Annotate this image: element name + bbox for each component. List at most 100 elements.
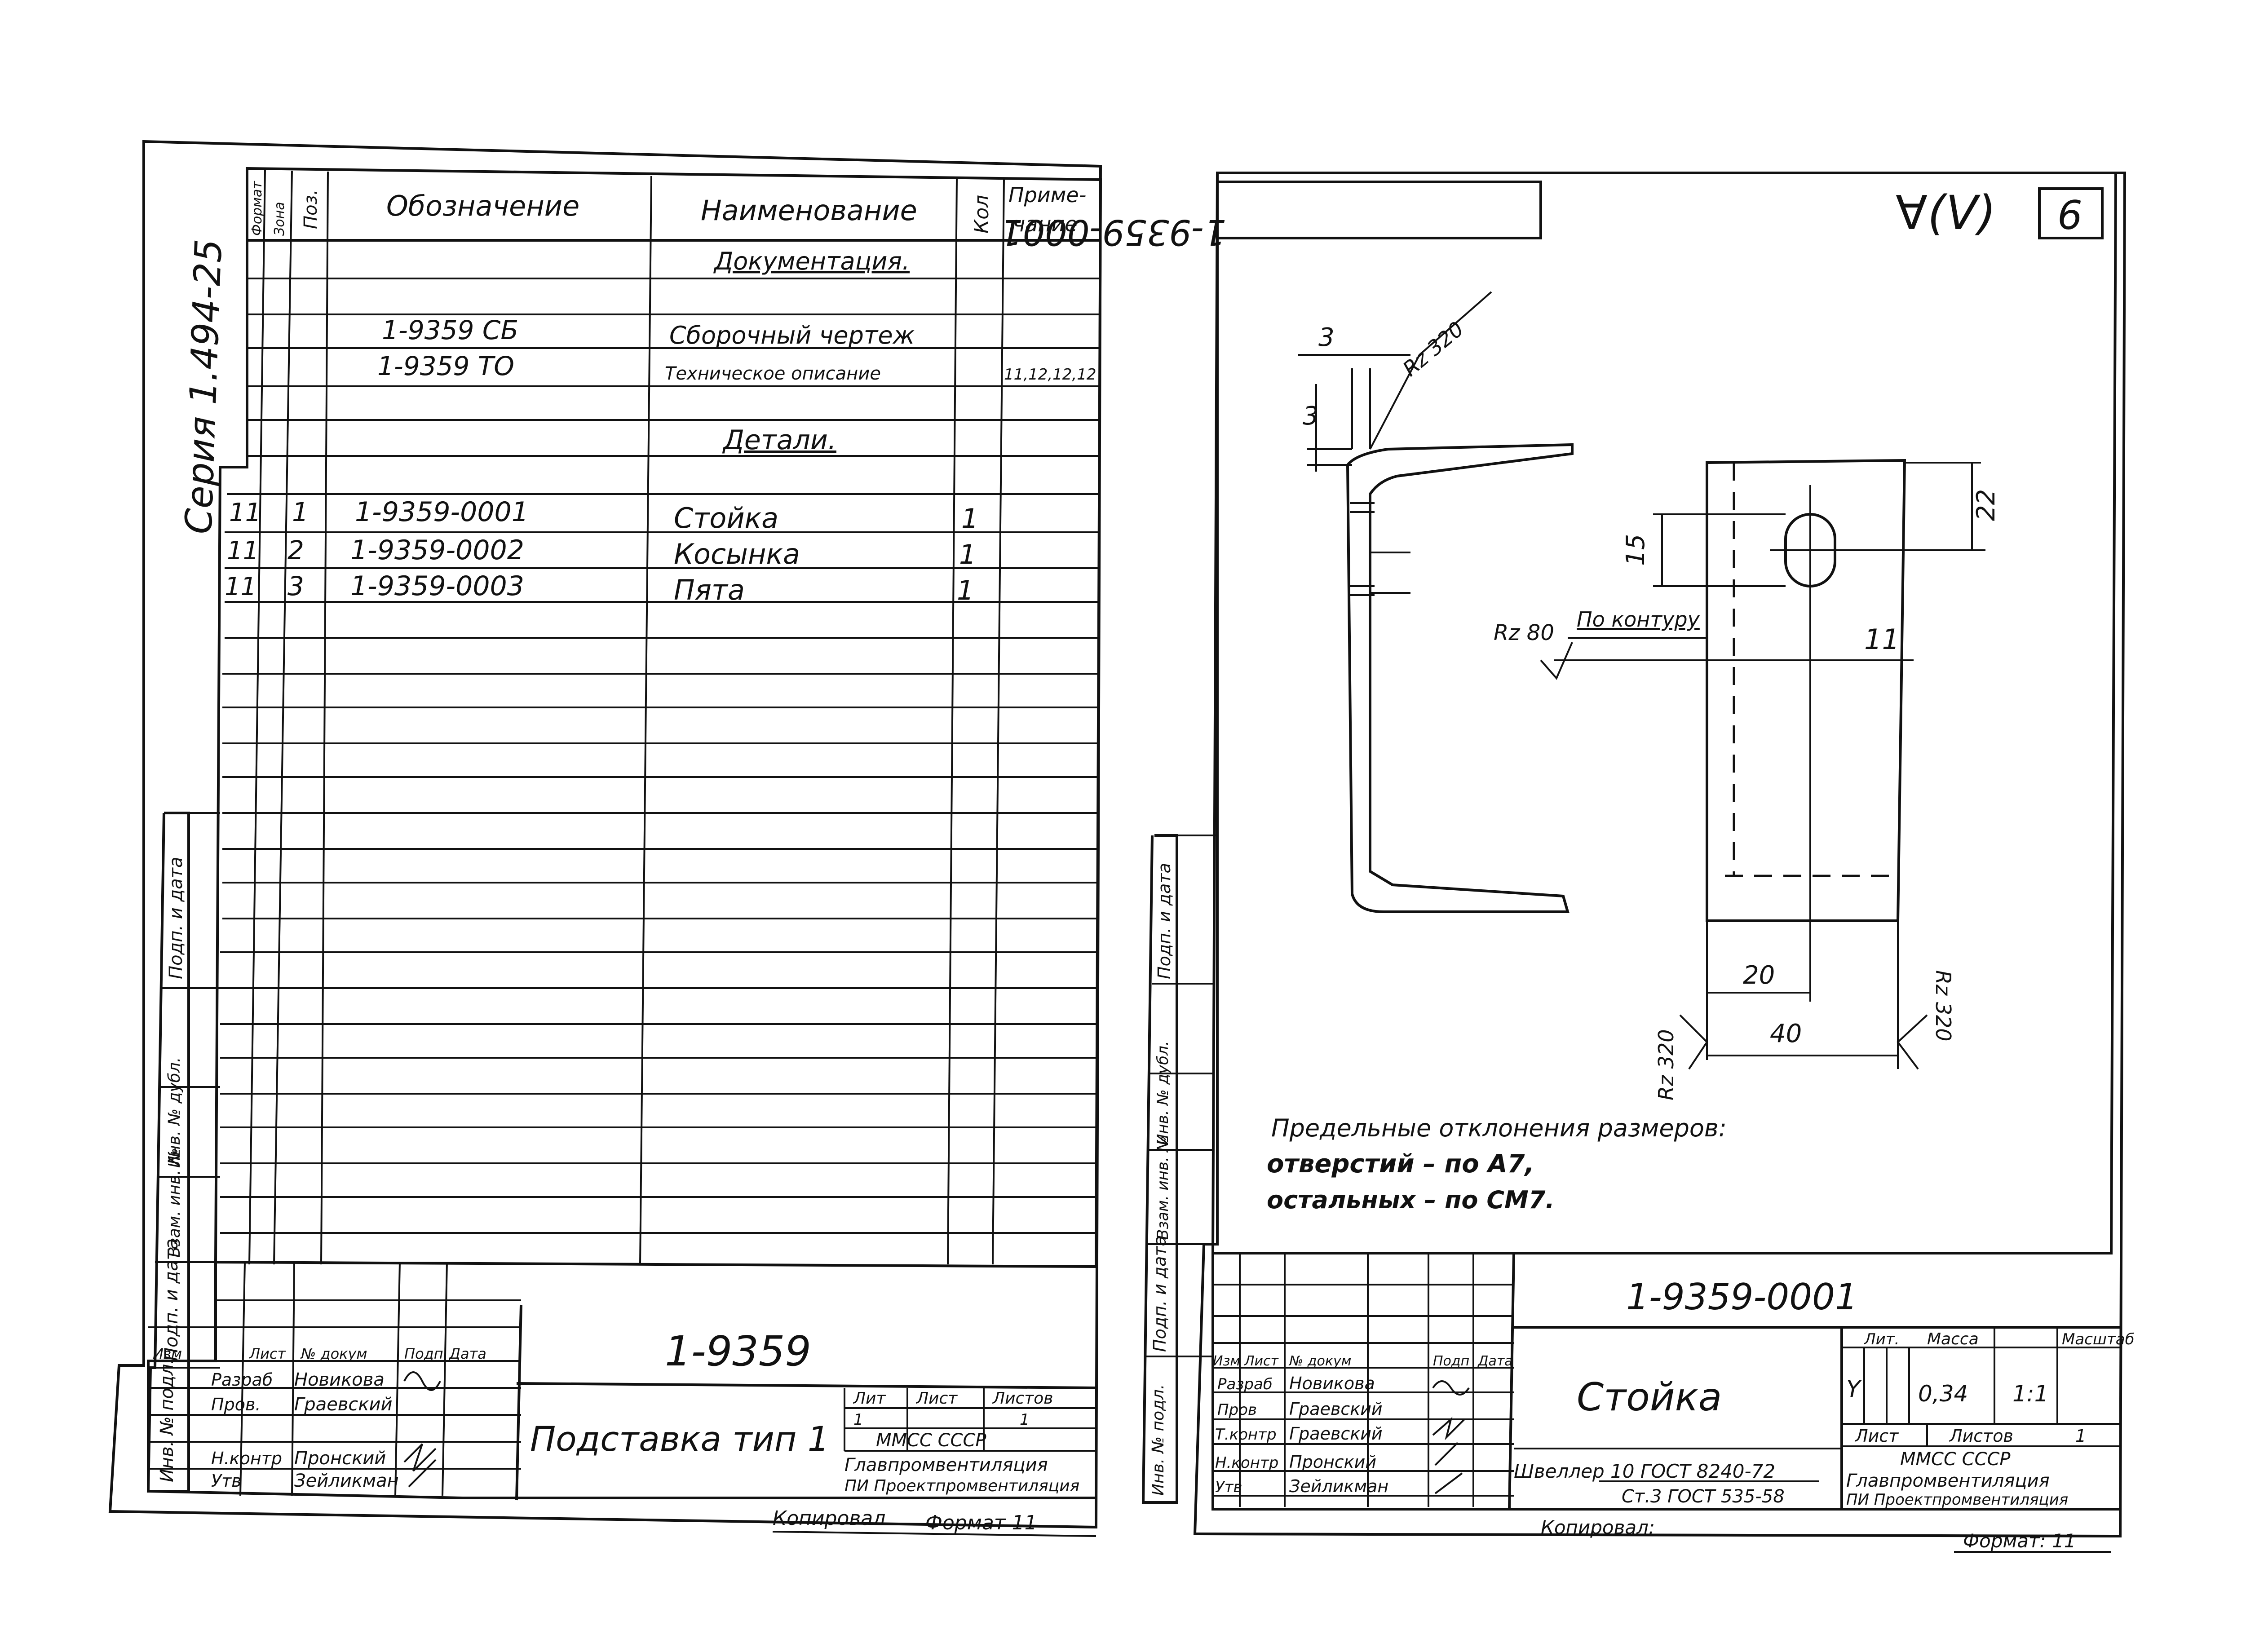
dim-20: 20 <box>1743 961 1775 990</box>
col-name-right <box>947 178 958 1265</box>
left-name-check: Граевский <box>294 1394 393 1415</box>
note-line-2: отверстий – по А7, <box>1267 1149 1534 1179</box>
right-sheets-header: Листов <box>1949 1426 2013 1446</box>
right-col-date: Дата <box>1477 1353 1513 1369</box>
left-lit-header: Лит <box>853 1389 886 1408</box>
left-doc-number: 1-9359 <box>665 1327 811 1375</box>
dim-15: 15 <box>1621 534 1650 566</box>
left-col-doc: № докум <box>300 1345 367 1362</box>
detail-2-quantity: 1 <box>959 539 976 570</box>
right-lit-value: Y <box>1846 1376 1862 1403</box>
dim-22: 22 <box>1972 489 2001 521</box>
right-title: Стойка <box>1577 1375 1722 1420</box>
detail-2-name: Косынка <box>674 538 800 570</box>
left-stamp-original-inv: Инв. № подл. <box>157 1358 177 1482</box>
right-doc-number: 1-9359-0001 <box>1626 1276 1858 1318</box>
detail-1-designation: 1-9359-0001 <box>355 496 529 528</box>
doc-2-note: 11,12,12,12 <box>1004 366 1096 384</box>
left-title-block: 1-9359 Подставка тип 1 Изм Лист № докум … <box>147 1262 1096 1501</box>
right-copied-by: Копировал: <box>1541 1516 1655 1538</box>
left-side-stamps: Подп. и дата Взам. инв. № Инв. № дубл. П… <box>146 812 220 1493</box>
rz-top: Rz 320 <box>1398 317 1468 381</box>
right-name-ncontrol: Пронский <box>1289 1452 1376 1472</box>
spec-table-frame <box>214 167 1102 1268</box>
right-col-sign: Подп <box>1433 1353 1469 1369</box>
right-name-check: Граевский <box>1289 1399 1383 1419</box>
left-stamp-duplicate-inv: Инв. № дубл. <box>165 1057 184 1168</box>
detail-3-quantity: 1 <box>957 575 974 606</box>
right-format: Формат: 11 <box>1963 1530 2076 1552</box>
channel-front-view: 22 15 11 Rz 80 По контуру 20 40 Rz 320 R… <box>1494 459 2001 1100</box>
col-format-right <box>248 169 266 1265</box>
top-designation: 1-9359-0001 <box>1000 212 1226 252</box>
left-stamp-sign-date-bottom: Подп. и дата <box>161 1239 182 1361</box>
left-sheet-header: Лист <box>915 1389 958 1408</box>
contour-rz: Rz 80 <box>1494 620 1554 645</box>
left-name-approve: Зейликман <box>294 1471 399 1491</box>
detail-2-position: 2 <box>287 535 304 565</box>
left-stamp-replacement-inv: Взам. инв. № <box>165 1148 184 1258</box>
detail-1-position: 1 <box>292 497 309 527</box>
sheet-number-box <box>2038 187 2104 239</box>
right-org-2: Главпромвентиляция <box>1846 1471 2050 1491</box>
detail-row-1: 11 1 1-9359-0001 Стойка 1 <box>229 496 978 534</box>
left-copied-by: Копировал <box>773 1507 885 1530</box>
left-sheets-value: 1 <box>1020 1411 1030 1429</box>
left-sheet: Серия 1.494-25 <box>108 140 1102 1537</box>
left-sheet-value: 1 <box>853 1411 863 1429</box>
left-role-develop: Разраб <box>211 1370 273 1390</box>
detail-1-format: 11 <box>229 498 261 527</box>
detail-3-format: 11 <box>225 572 256 601</box>
right-role-tcontrol: Т.контр <box>1215 1426 1277 1444</box>
right-col-doc: № докум <box>1288 1353 1351 1369</box>
left-col-sign: Подп <box>404 1345 443 1362</box>
rz-right: Rz 320 <box>1931 970 1955 1042</box>
header-format: Формат <box>249 181 265 236</box>
left-role-ncontrol: Н.контр <box>211 1449 282 1468</box>
header-quantity: Кол <box>970 195 993 234</box>
right-title-block: 1-9359-0001 Стойка Изм Лист № докум Подп… <box>1211 1253 2135 1511</box>
left-stamp-sign-date-top: Подп. и дата <box>166 857 186 979</box>
right-stamp-original-inv: Инв. № подл. <box>1149 1384 1167 1496</box>
left-signatures <box>403 1371 441 1488</box>
left-col-izm: Изм <box>153 1345 182 1362</box>
col-designation-right <box>639 176 652 1265</box>
detail-3-position: 3 <box>287 571 304 601</box>
right-name-develop: Новикова <box>1289 1374 1375 1393</box>
roughness-symbol: ∀(V) <box>1896 186 1996 240</box>
col-zone-right <box>273 170 293 1265</box>
left-col-date: Дата <box>448 1345 486 1362</box>
sheet-number: 6 <box>2057 192 2082 239</box>
dim-3-vertical: 3 <box>1303 402 1319 431</box>
left-org-2: Главпромвентиляция <box>844 1455 1048 1475</box>
dim-3-horizontal: 3 <box>1318 323 1335 352</box>
detail-1-name: Стойка <box>674 502 778 534</box>
detail-3-name: Пята <box>674 574 745 606</box>
right-scale-header: Масштаб <box>2062 1330 2135 1348</box>
header-note-2: чание <box>1013 212 1078 236</box>
left-title: Подставка тип 1 <box>530 1419 829 1459</box>
header-note-1: Приме- <box>1008 183 1086 207</box>
right-org-1: ММСС СССР <box>1900 1449 2011 1470</box>
right-frame <box>1193 172 2127 1538</box>
top-designation-box <box>1216 181 1542 239</box>
right-stamp-duplicate-inv: Инв. № дубл. <box>1154 1041 1172 1145</box>
left-col-list: Лист <box>249 1345 286 1362</box>
col-pos-right <box>320 171 329 1265</box>
note-line-3: остальных – по СМ7. <box>1267 1186 1555 1214</box>
doc-2-name: Техническое описание <box>665 363 881 384</box>
left-frame <box>108 140 1102 1529</box>
right-material-2: Ст.3 ГОСТ 535-58 <box>1622 1486 1785 1507</box>
right-role-ncontrol: Н.контр <box>1215 1454 1278 1472</box>
right-col-list: Лист <box>1244 1353 1279 1369</box>
right-sheets-value: 1 <box>2075 1426 2086 1446</box>
right-role-approve: Утв <box>1215 1478 1242 1496</box>
channel-side-view: 3 3 Rz 320 <box>1298 291 1574 913</box>
left-role-check: Пров. <box>211 1395 261 1414</box>
left-sheets-header: Листов <box>992 1389 1053 1408</box>
detail-2-format: 11 <box>227 536 259 565</box>
right-name-approve: Зейликман <box>1289 1476 1388 1496</box>
right-stamp-sign-date-top: Подп. и дата <box>1154 863 1174 979</box>
right-sheet-header: Лист <box>1854 1426 1899 1446</box>
right-name-tcontrol: Граевский <box>1289 1424 1383 1444</box>
